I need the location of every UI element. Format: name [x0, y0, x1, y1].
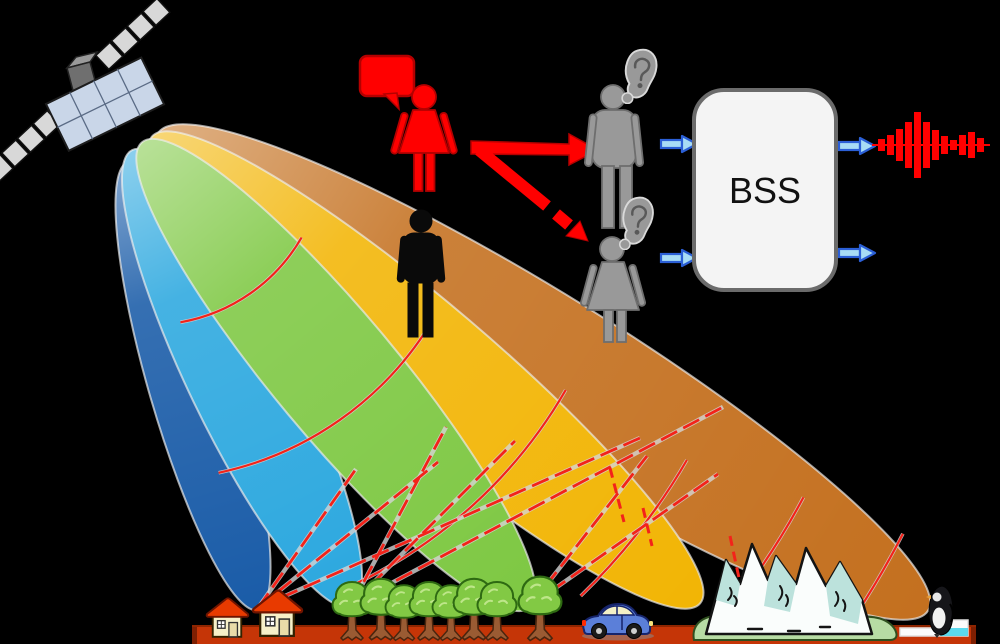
car-icon — [582, 602, 654, 641]
satellite-icon — [0, 0, 171, 183]
waveform-bar — [887, 135, 894, 155]
waveform-bar — [959, 135, 966, 155]
satellite-wing-upper — [94, 0, 171, 71]
blue-arrow-output-2 — [837, 243, 877, 263]
satellite-panel — [44, 56, 166, 153]
listener-man-icon — [584, 84, 644, 229]
waveform-bar — [941, 136, 948, 154]
waveform-bar — [878, 139, 885, 151]
blue-arrow-input-1 — [659, 134, 699, 154]
blue-arrow-input-2 — [659, 248, 699, 268]
waveform-icon — [872, 112, 990, 178]
blue-arrow-output-1 — [837, 136, 877, 156]
dashed-arrow-icon — [475, 145, 589, 242]
bss-box: BSS — [692, 88, 838, 292]
mountains-icon — [692, 542, 898, 641]
speaker-group — [358, 54, 600, 242]
listener-woman-icon — [580, 236, 646, 343]
bss-label: BSS — [729, 170, 801, 211]
waveform-bar — [923, 122, 930, 168]
penguin-icon — [899, 585, 969, 638]
beam-green-sheen — [136, 138, 536, 612]
waveform-bar — [932, 130, 939, 160]
satellite-wing-lower — [0, 109, 62, 183]
speech-bubble-icon — [358, 54, 416, 98]
waveform-bar — [896, 129, 903, 161]
ear-icon — [620, 48, 658, 104]
waveform-bar — [950, 140, 957, 150]
waveform-bar — [968, 132, 975, 158]
waveform-bar — [914, 112, 921, 178]
speaker-woman-icon — [390, 84, 458, 192]
speech-bubble-tail — [382, 92, 401, 112]
silhouette-man-icon — [396, 209, 446, 338]
waveform-bar — [977, 138, 984, 152]
waveform-bar — [905, 122, 912, 168]
listeners-group — [580, 48, 658, 343]
